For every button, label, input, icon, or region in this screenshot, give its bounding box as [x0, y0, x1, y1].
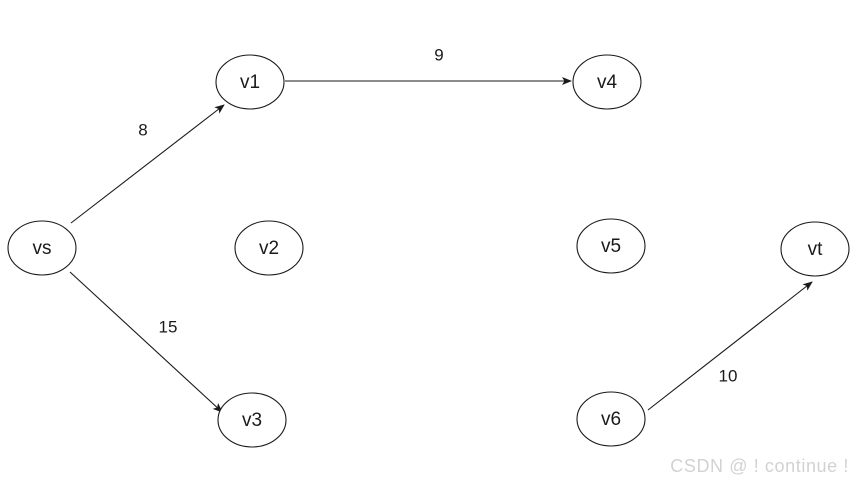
node-shape-v1 [215, 54, 285, 110]
node-shape-vs [7, 220, 77, 276]
node-shape-v6 [576, 391, 646, 447]
node-label-v1: v1 [240, 72, 260, 93]
edge-vs-v1 [70, 104, 225, 224]
node-vs[interactable]: vs [7, 220, 77, 276]
edge-weight-vs-v3: 15 [159, 317, 178, 336]
node-shape-v5 [576, 218, 646, 274]
node-v2[interactable]: v2 [234, 220, 304, 276]
node-v5[interactable]: v5 [576, 218, 646, 274]
edge-labels-layer: 8 15 9 10 [138, 45, 737, 385]
node-shape-v3 [217, 392, 287, 448]
edge-weight-vs-v1: 8 [138, 120, 147, 139]
node-label-v3: v3 [242, 410, 262, 431]
node-label-v4: v4 [597, 72, 618, 93]
edge-v6-vt [647, 281, 813, 411]
csdn-watermark: CSDN @ ! continue ! [670, 456, 849, 476]
node-shape-v4 [572, 54, 642, 110]
node-v6[interactable]: v6 [576, 391, 646, 447]
node-v3[interactable]: v3 [217, 392, 287, 448]
node-v1[interactable]: v1 [215, 54, 285, 110]
node-label-vt: vt [808, 239, 824, 260]
node-label-v6: v6 [601, 409, 621, 430]
node-vt[interactable]: vt [780, 221, 850, 277]
node-v4[interactable]: v4 [572, 54, 642, 110]
edge-weight-v1-v4: 9 [434, 45, 443, 64]
node-label-vs: vs [33, 238, 52, 259]
node-label-v5: v5 [601, 236, 621, 257]
edges-layer [69, 77, 813, 413]
nodes-layer: vs v1 v2 v3 v4 v5 v6 vt [7, 54, 850, 448]
edge-vs-v3 [69, 271, 223, 413]
node-shape-vt [780, 221, 850, 277]
node-shape-v2 [234, 220, 304, 276]
node-label-v2: v2 [259, 238, 279, 259]
edge-weight-v6-vt: 10 [719, 366, 738, 385]
